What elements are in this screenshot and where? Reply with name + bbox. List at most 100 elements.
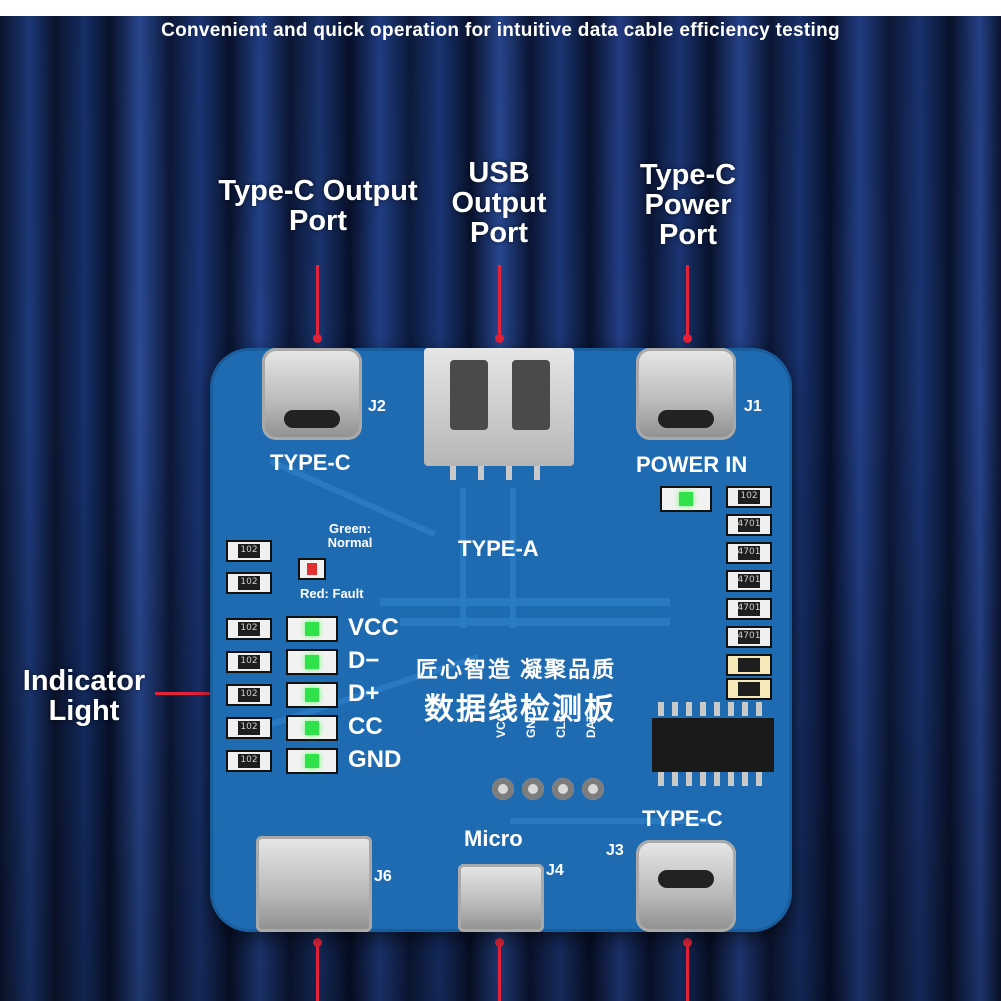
usb-c-socket-j6 [256,836,372,932]
chip-pin [714,772,720,786]
silk-pad-vcc: VCC [494,712,508,738]
indicator-led-gnd [286,748,338,774]
typec-input-port [636,840,736,932]
chip-pin [728,702,734,716]
trace [460,488,466,628]
callout-line-bottom-left [316,942,319,1001]
ic-chip [652,718,774,772]
indicator-led-cc [286,715,338,741]
callout-dot-typec-output [313,334,322,343]
usb-a-pin [478,466,484,480]
chip-pin [742,702,748,716]
capacitor [726,678,772,700]
resistor-102: 102 [226,651,272,673]
chip-pin [686,702,692,716]
silk-pad-gnd: GND [524,711,538,738]
chip-pin [700,772,706,786]
top-white-strip [0,0,1001,16]
chip-pin [700,702,706,716]
resistor-4701: 4701 [726,514,772,536]
silk-j4: J4 [546,862,564,879]
silk-j1: J1 [744,398,762,415]
resistor-4701: 4701 [726,598,772,620]
trace [510,818,710,824]
chip-pin [728,772,734,786]
micro-usb-port [458,864,544,932]
silk-chinese-slogan: 匠心智造 凝聚品质 [416,657,617,682]
silk-vcc: VCC [348,614,399,641]
power-led [660,486,712,512]
callout-line-typec-power [686,265,689,335]
resistor-4701: 4701 [726,542,772,564]
trace [400,618,670,626]
resistor-102: 102 [726,486,772,508]
resistor-102: 102 [226,717,272,739]
indicator-led-vcc [286,616,338,642]
chip-pin [756,702,762,716]
test-pad-gnd [522,778,544,800]
resistor-4701: 4701 [726,570,772,592]
chip-pin [672,702,678,716]
pcb-board: J2 TYPE-C TYPE-A J1 POWER IN 102 4701 47… [210,348,792,932]
silk-chinese-title: 数据线检测板 [424,693,616,726]
silk-j6: J6 [374,868,392,885]
silk-type-c-bottom: TYPE-C [642,806,723,831]
test-pad-vcc [492,778,514,800]
callout-indicator: Indicator Light [22,665,146,727]
resistor-102: 102 [226,540,272,562]
silk-cc: CC [348,713,383,740]
chip-pin [714,702,720,716]
callout-dot-usb-output [495,334,504,343]
silk-type-a: TYPE-A [458,536,539,561]
silk-gnd: GND [348,746,402,773]
trace [380,598,670,606]
silk-j2: J2 [368,398,386,415]
callout-dot-bottom-right [683,938,692,947]
test-pad-dat [582,778,604,800]
typec-power-port [636,348,736,440]
resistor-102: 102 [226,572,272,594]
callout-dot-typec-power [683,334,692,343]
silk-dminus: D− [348,647,380,674]
resistor-102: 102 [226,618,272,640]
chip-pin [686,772,692,786]
resistor-4701: 4701 [726,626,772,648]
usb-a-pin [506,466,512,480]
legend-led [298,558,326,580]
silk-power-in: POWER IN [636,452,748,477]
callout-line-bottom-right [686,942,689,1001]
chip-pin [756,772,762,786]
usb-a-pin [534,466,540,480]
silk-micro: Micro [464,826,523,851]
silk-pad-dat: DAT [584,714,598,738]
callout-typec-power: Type-C Power Port [639,159,737,251]
callout-usb-output: USB Output Port [451,157,547,249]
silk-type-c-top: TYPE-C [270,450,351,475]
indicator-led-dplus [286,682,338,708]
usb-a-pin [450,466,456,480]
tagline: Convenient and quick operation for intui… [161,20,840,41]
callout-dot-bottom-left [313,938,322,947]
indicator-led-dminus [286,649,338,675]
resistor-102: 102 [226,684,272,706]
silk-dplus: D+ [348,680,380,707]
usb-a-output-port [424,348,574,466]
callout-line-usb-output [498,265,501,335]
callout-typec-output: Type-C Output Port [218,175,418,237]
trace [510,488,516,628]
silk-pad-clk: CLK [554,713,568,738]
silk-green-normal: Green: Normal [327,521,373,550]
callout-line-bottom-center [498,942,501,1001]
chip-pin [742,772,748,786]
chip-pin [658,702,664,716]
callout-line-typec-output [316,265,319,335]
silk-j3: J3 [606,842,624,859]
chip-pin [658,772,664,786]
capacitor [726,654,772,676]
silk-red-fault: Red: Fault [300,586,364,601]
resistor-102: 102 [226,750,272,772]
typec-output-port [262,348,362,440]
callout-dot-bottom-center [495,938,504,947]
test-pad-clk [552,778,574,800]
